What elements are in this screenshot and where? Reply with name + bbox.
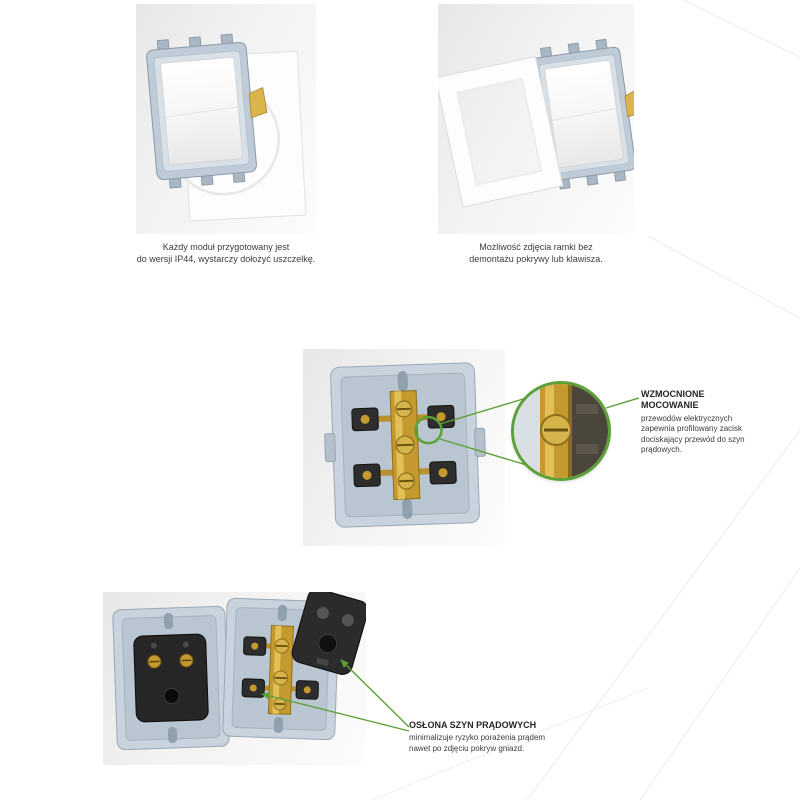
- keyhole-slot: [163, 613, 174, 630]
- callout-bus-bar-cover: OSŁONA SZYN PRĄDOWYCH minimalizuje ryzyk…: [409, 720, 589, 754]
- keyhole-slot: [397, 371, 408, 392]
- callout-body-line1: minimalizuje ryzyko porażenia prądem: [409, 733, 546, 743]
- caption-ip44-line2: do wersji IP44, wystarczy dołożyć uszcze…: [136, 254, 316, 265]
- callout-reinforced-mounting: WZMOCNIONE MOCOWANIE przewodów elektrycz…: [641, 389, 753, 456]
- frame-removal-illustration: [438, 38, 634, 208]
- callout-title-line1: WZMOCNIONE: [641, 389, 705, 399]
- callout-body-line2: nawet po zdjęciu pokryw gniazd.: [409, 743, 525, 753]
- clamp-screw-detail: [540, 414, 572, 446]
- callout-reinforced-mounting-title: WZMOCNIONE MOCOWANIE: [641, 389, 753, 412]
- rocker-key: [160, 56, 244, 166]
- callout-title-line2: MOCOWANIE: [641, 400, 699, 411]
- bus-bar-covers-illustration: [112, 592, 366, 751]
- image-mechanism-back: [303, 349, 505, 546]
- mounting-plate: [324, 362, 486, 528]
- decor-line: [639, 567, 800, 800]
- detached-frame: [438, 56, 564, 208]
- zoom-to-text-line: [605, 397, 640, 409]
- callout-bus-bar-cover-title: OSŁONA SZYN PRĄDOWYCH: [409, 720, 537, 730]
- caption-ip44-line1: Każdy moduł przygotowany jest: [162, 242, 290, 252]
- caption-frame-line1: Możliwość zdjęcia ramki bez: [479, 242, 593, 252]
- highlight-circle: [414, 415, 443, 445]
- image-switch-module-ip44: [136, 4, 316, 234]
- zoom-detail-circle: [511, 381, 611, 481]
- side-claw: [474, 427, 486, 457]
- switch-mechanism: [146, 33, 268, 189]
- caption-frame-line2: demontażu pokrywy lub klawisza.: [469, 254, 603, 265]
- black-bus-bar-cover: [133, 633, 209, 723]
- zoom-detail-illustration: [514, 384, 608, 478]
- callout-reinforced-mounting-body: przewodów elektrycznych zapewnia profilo…: [641, 413, 745, 455]
- switch-module-illustration: [146, 33, 307, 222]
- expansion-claw: [624, 88, 634, 118]
- caption-ip44: Każdy moduł przygotowany jest do wersji …: [124, 241, 328, 265]
- image-frame-removal: [438, 4, 634, 234]
- terminal-screws: [395, 400, 415, 490]
- keyhole-slot: [273, 716, 284, 733]
- switch-mechanism: [532, 38, 634, 190]
- keyhole-slot: [402, 498, 413, 519]
- expansion-claw: [248, 87, 268, 119]
- keyhole-slot: [167, 726, 178, 743]
- keyhole-slot: [277, 605, 288, 622]
- decor-line: [682, 0, 800, 58]
- mechanism-back-illustration: [324, 362, 486, 528]
- detached-bus-bar-cover: [291, 592, 366, 675]
- image-bus-bar-covers: [103, 592, 366, 765]
- callout-bus-bar-cover-body: minimalizuje ryzyko porażenia prądem naw…: [409, 733, 589, 754]
- side-claw: [324, 433, 336, 463]
- mechanism-with-cover: [112, 605, 230, 751]
- caption-frame-removal: Możliwość zdjęcia ramki bez demontażu po…: [438, 241, 634, 265]
- decor-line: [647, 235, 800, 319]
